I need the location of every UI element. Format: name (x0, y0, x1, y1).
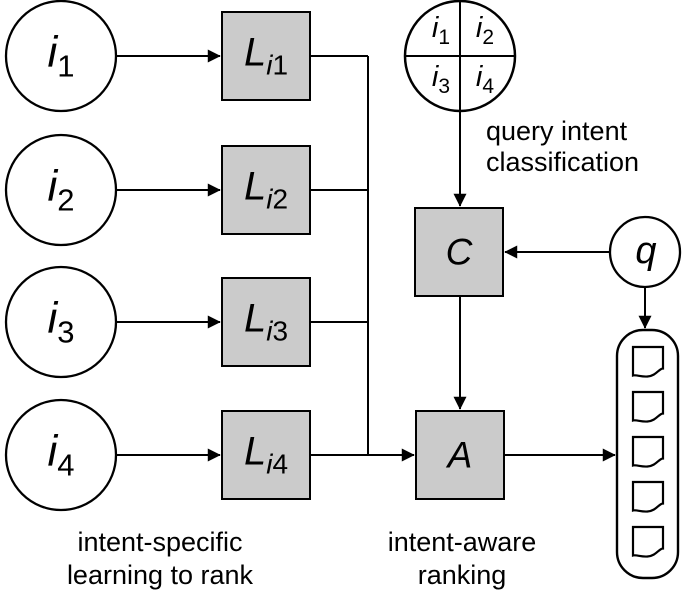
intent-node-label-i2: i2 (47, 161, 75, 218)
document-icon (631, 390, 665, 423)
ranker-label-sub-digit: 2 (272, 183, 289, 215)
caption-left-line2: learning to rank (66, 560, 254, 590)
pie-label-sub: 4 (482, 74, 495, 98)
query-node-circle (608, 215, 682, 289)
classifier-box-label: C (445, 231, 473, 273)
annotation-line1: query intent (486, 116, 628, 146)
ranker-label-base: L (243, 30, 267, 75)
ranker-box-li1 (221, 11, 311, 101)
intent-node-label-i3: i3 (47, 293, 75, 350)
ranker-label-sub-letter: i (266, 448, 273, 480)
intent-label-base: i (47, 293, 58, 343)
ranker-box-label-li1: Li1 (244, 32, 288, 79)
ranker-label-base: L (243, 429, 267, 474)
ranker-label-base: L (243, 296, 267, 341)
ranker-label-base: L (243, 164, 267, 209)
intent-label-sub: 4 (57, 447, 75, 483)
pie-label-sub: 2 (482, 25, 495, 49)
document-icon (631, 435, 665, 468)
intent-label-sub: 3 (57, 314, 75, 350)
caption-intent-aware-ranking-adaptation: intent-aware ranking adaptation (352, 526, 573, 595)
pie-label-base: i (431, 12, 439, 45)
caption-intent-specific-learning-to-rank: intent-specific learning to rank (67, 526, 253, 592)
annotation-line2: classification (486, 147, 640, 177)
classifier-box (414, 207, 504, 297)
intent-label-base: i (47, 426, 58, 476)
process-boxes (221, 11, 505, 500)
query-node-label: q (635, 230, 657, 272)
ranker-box-label-li2: Li2 (244, 166, 288, 213)
intent-pie-divider-lines (405, 1, 515, 111)
pie-label-base: i (431, 61, 439, 94)
results-list (615, 328, 680, 580)
ranker-label-sub-letter: i (266, 49, 273, 81)
intent-label-sub: 2 (57, 182, 75, 218)
ranker-label-sub-letter: i (266, 183, 273, 215)
document-icon (631, 345, 665, 378)
ranker-box-li2 (221, 145, 311, 235)
document-icon (631, 480, 665, 513)
pie-label-base: i (475, 12, 483, 45)
pie-quadrant-label-i4: i4 (476, 63, 494, 97)
intent-node-label-i4: i4 (47, 426, 75, 483)
intent-node-circle-i2 (4, 133, 118, 247)
adapter-box-label: A (447, 434, 473, 476)
intent-node-circle-i1 (4, 0, 118, 113)
intent-label-base: i (47, 161, 58, 211)
intent-label-base: i (47, 27, 58, 77)
caption-left-line1: intent-specific (77, 527, 243, 557)
intent-node-label-i1: i1 (47, 27, 75, 84)
annotation-query-intent-classification: query intent classification (486, 116, 639, 178)
ranker-label-sub-digit: 3 (272, 315, 289, 347)
intent-pie-node (403, 0, 517, 113)
intent-circles (4, 0, 118, 512)
adapter-box (415, 410, 505, 500)
result-doc-icons (631, 345, 665, 558)
ranker-label-sub-digit: 1 (272, 49, 289, 81)
ranker-merge-lines (310, 55, 369, 455)
intent-label-sub: 1 (57, 48, 75, 84)
ranker-label-sub-digit: 4 (272, 448, 289, 480)
pie-label-base: i (475, 61, 483, 94)
ranker-box-li4 (221, 410, 311, 500)
intent-node-circle-i4 (4, 398, 118, 512)
document-icon (631, 525, 665, 558)
caption-right-line2: ranking adaptation (399, 560, 525, 595)
pie-label-sub: 1 (438, 25, 451, 49)
ranker-label-sub-letter: i (266, 315, 273, 347)
arrows (116, 49, 652, 462)
pie-quadrant-label-i2: i2 (476, 14, 494, 48)
pie-quadrant-label-i3: i3 (432, 63, 450, 97)
ranker-box-li3 (221, 277, 311, 367)
pie-quadrant-label-i1: i1 (432, 14, 450, 48)
ranker-box-label-li4: Li4 (244, 431, 288, 478)
caption-right-line1: intent-aware (387, 527, 537, 557)
pie-label-sub: 3 (438, 74, 451, 98)
ranker-box-label-li3: Li3 (244, 298, 288, 345)
intent-node-circle-i3 (4, 265, 118, 379)
